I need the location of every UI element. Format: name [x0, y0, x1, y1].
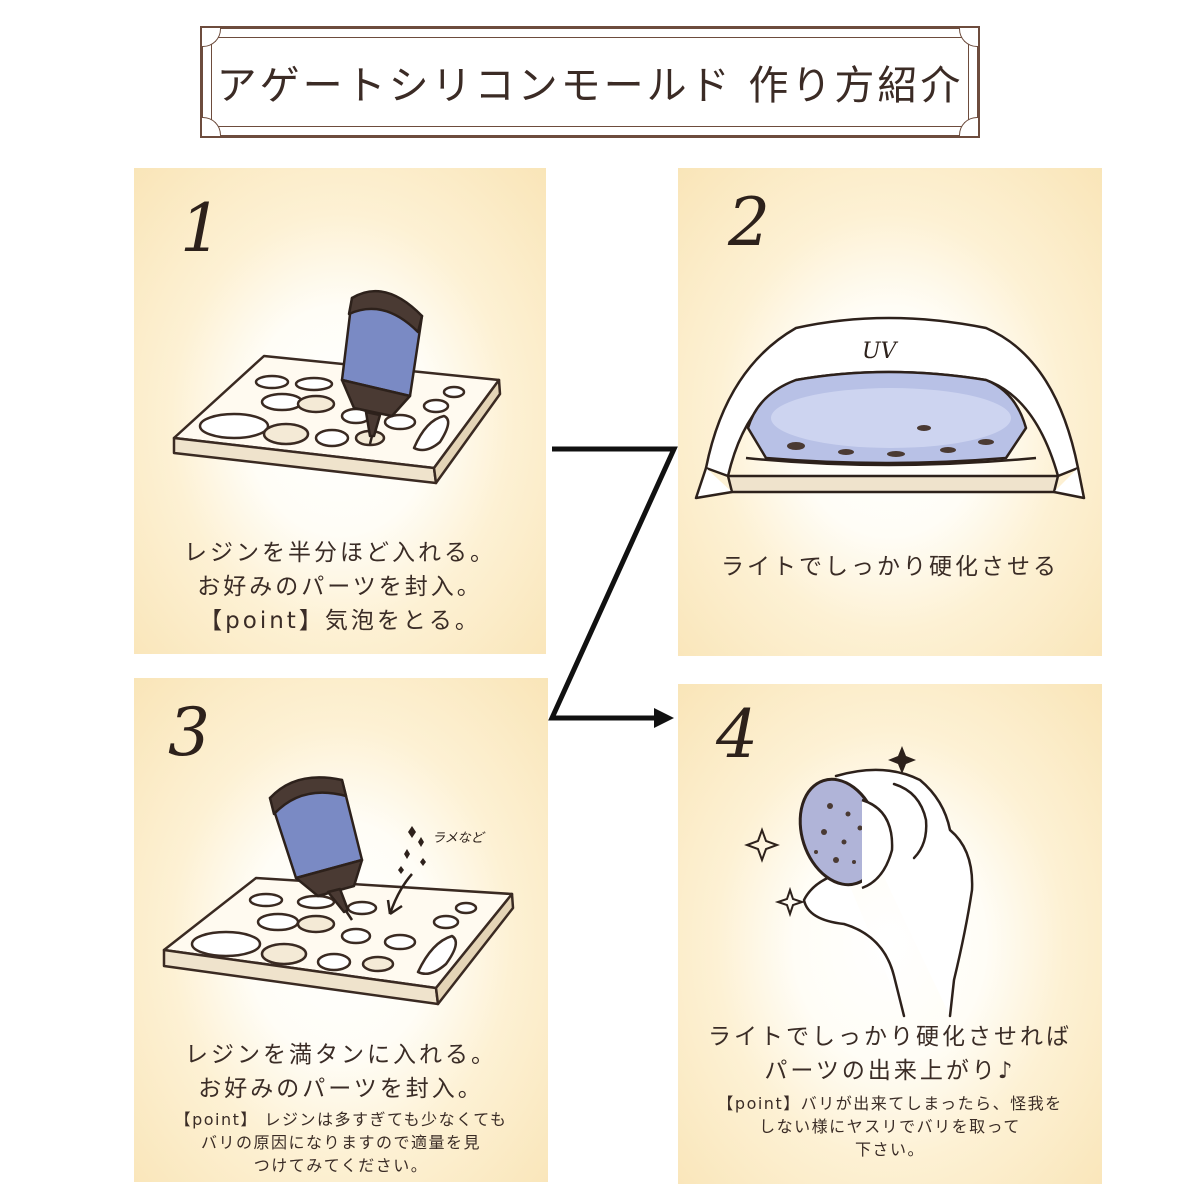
step-2-line: ライトでしっかり硬化させる — [721, 554, 1059, 580]
uv-label: UV — [862, 339, 899, 364]
step-1-description: レジンを半分ほど入れる。 お好みのパーツを封入。 【point】気泡をとる。 — [134, 536, 546, 638]
step-4-line: ライトでしっかり硬化させれば — [708, 1024, 1072, 1050]
step-1-line: 【point】気泡をとる。 — [199, 608, 481, 634]
glitter-label: ラメなど — [432, 831, 486, 846]
glitter-annotation: ラメなど — [386, 826, 486, 916]
step-3-note: 【point】 レジンは多すぎても少なくても バリの原因になりますので適量を見 … — [134, 1108, 548, 1177]
step-1-line: レジンを半分ほど入れる。 — [184, 540, 496, 566]
step-4-note-line: 下さい。 — [854, 1140, 925, 1159]
step-4-panel: 4 ライトでしっかり硬化させれば パーツの出来上がり♪ 【point】バリが出来… — [678, 684, 1102, 1184]
step-1-line: お好みのパーツを封入。 — [197, 574, 483, 600]
step-3-description: レジンを満タンに入れる。 お好みのパーツを封入。 — [134, 1038, 548, 1106]
resin-bottle-icon — [268, 776, 364, 921]
sparkle-icon — [744, 746, 916, 918]
step-3-line: お好みのパーツを封入。 — [198, 1076, 484, 1102]
step-2-description: ライトでしっかり硬化させる — [678, 550, 1102, 584]
step-3-panel: 3 — [134, 678, 548, 1182]
step-3-note-line: 【point】 レジンは多すぎても少なくても — [174, 1110, 508, 1129]
step-3-note-line: バリの原因になりますので適量を見 — [200, 1133, 481, 1152]
silicone-mold-icon — [162, 876, 515, 1006]
step-4-note-line: 【point】バリが出来てしまったら、怪我を — [717, 1094, 1063, 1113]
step-1-number: 1 — [180, 190, 222, 267]
step-2-panel: 2 UV ライトでしっかり硬化させる — [678, 168, 1102, 656]
step-4-number: 4 — [716, 696, 758, 773]
title-frame: アゲートシリコンモールド 作り方紹介 — [200, 26, 980, 138]
step-3-line: レジンを満タンに入れる。 — [185, 1042, 497, 1068]
step-1-panel: 1 レジンを半分ほど入れる。 — [134, 168, 546, 654]
step-3-note-line: つけてみてください。 — [253, 1156, 429, 1175]
step-2-number: 2 — [728, 184, 770, 261]
resin-bottle-icon — [340, 289, 424, 445]
step-4-line: パーツの出来上がり♪ — [764, 1058, 1016, 1084]
uv-lamp-icon: UV — [694, 316, 1086, 500]
title-inner-frame: アゲートシリコンモールド 作り方紹介 — [202, 28, 978, 136]
step-4-note: 【point】バリが出来てしまったら、怪我を しない様にヤスリでバリを取って 下… — [678, 1092, 1102, 1161]
silicone-mold-icon — [172, 354, 502, 485]
step-4-note-line: しない様にヤスリでバリを取って — [759, 1117, 1021, 1136]
hand-icon — [744, 746, 974, 1018]
page-title: アゲートシリコンモールド 作り方紹介 — [216, 63, 964, 109]
step-3-number: 3 — [168, 694, 210, 771]
step-4-description: ライトでしっかり硬化させれば パーツの出来上がり♪ — [678, 1020, 1102, 1088]
